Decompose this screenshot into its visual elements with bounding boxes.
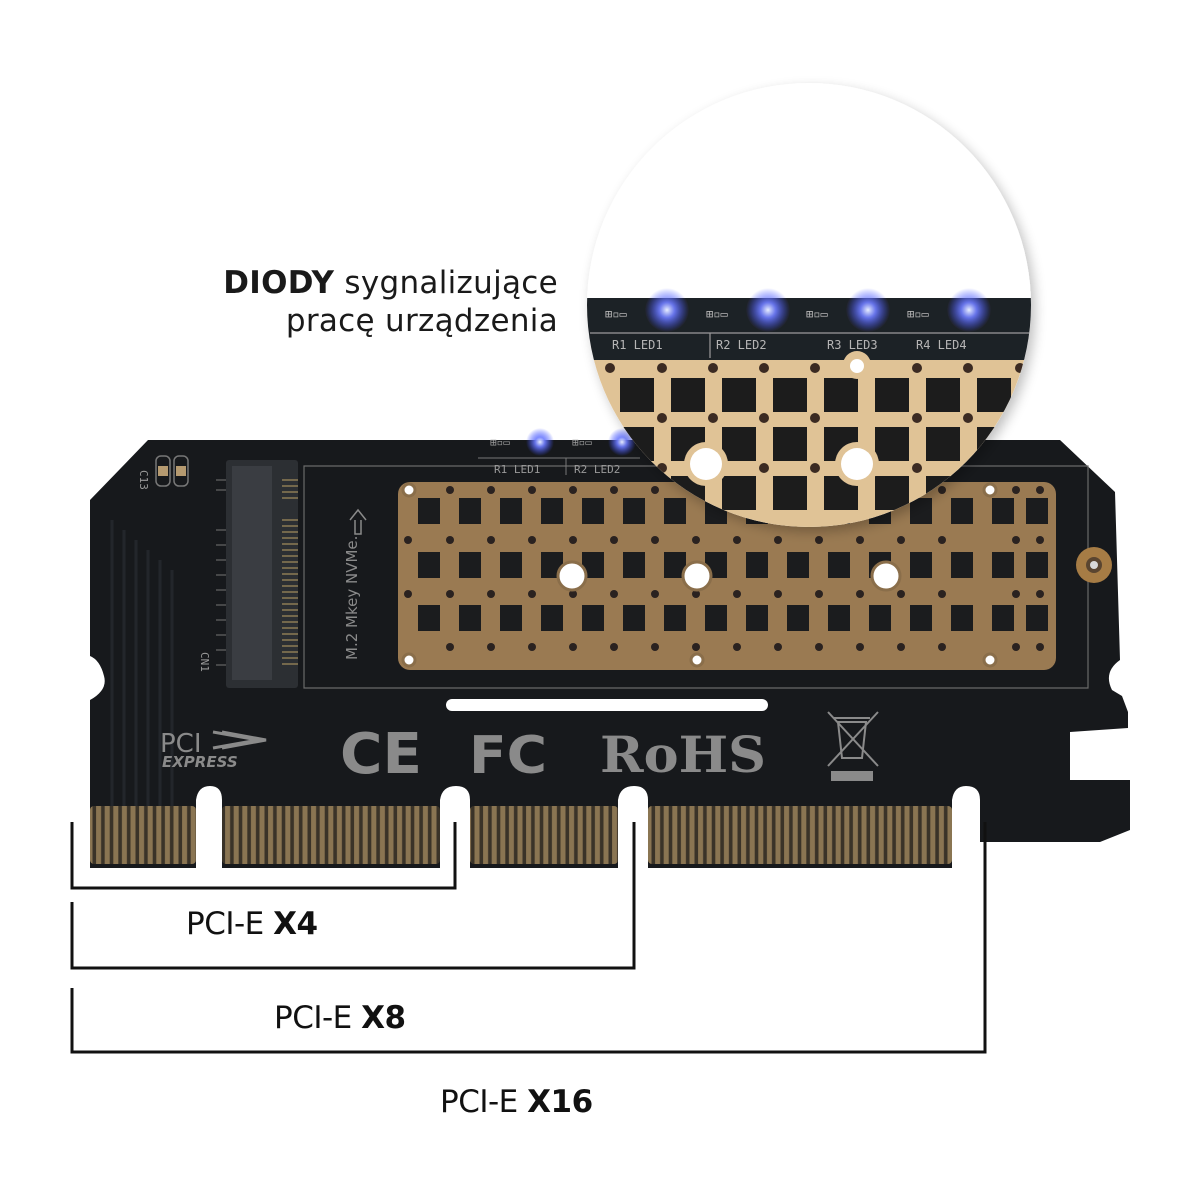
standoff-screw bbox=[1076, 547, 1112, 583]
pci-express-text: EXPRESS bbox=[162, 753, 238, 771]
led-glow-3 bbox=[846, 288, 890, 332]
label-pcie-x16: PCI-E X16 bbox=[440, 1084, 593, 1120]
bracket-x8 bbox=[70, 822, 636, 970]
gold-contact-fingers bbox=[90, 806, 952, 864]
mag-led-label-3: R3 LED3 bbox=[827, 338, 878, 352]
svg-text:⊞▫▭: ⊞▫▭ bbox=[605, 307, 627, 321]
bracket-x4 bbox=[70, 822, 457, 890]
mag-led-label-1: R1 LED1 bbox=[612, 338, 663, 352]
fcc-mark: FC bbox=[469, 726, 547, 786]
callout-line-1: DIODY sygnalizujące bbox=[150, 264, 558, 302]
led-indicator-2 bbox=[608, 428, 636, 456]
capacitor-c13 bbox=[155, 455, 189, 487]
callout-rest: sygnalizujące bbox=[334, 265, 558, 301]
mag-led-label-2: R2 LED2 bbox=[716, 338, 767, 352]
svg-text:⊞▫▭: ⊞▫▭ bbox=[806, 307, 828, 321]
svg-text:⊞▫▭: ⊞▫▭ bbox=[490, 436, 510, 449]
svg-text:⊞▫▭: ⊞▫▭ bbox=[907, 307, 929, 321]
led-indicator-1 bbox=[526, 428, 554, 456]
led-label-1: R1 LED1 bbox=[494, 463, 540, 476]
mag-led-label-4: R4 LED4 bbox=[916, 338, 967, 352]
callout-line-2: pracę urządzenia bbox=[285, 303, 558, 339]
label-prefix: PCI-E bbox=[186, 906, 274, 942]
svg-text:⊞▫▭: ⊞▫▭ bbox=[572, 436, 592, 449]
label-pcie-x4: PCI-E X4 bbox=[186, 906, 318, 942]
led-glow-2 bbox=[746, 288, 790, 332]
magnified-led-row: ⊞▫▭ ⊞▫▭ ⊞▫▭ ⊞▫▭ bbox=[605, 288, 991, 332]
led-label-2: R2 LED2 bbox=[574, 463, 620, 476]
component-label-c13: C13 bbox=[137, 470, 150, 490]
pcb-traces bbox=[110, 520, 174, 840]
led-glow-1 bbox=[645, 288, 689, 332]
led-glow-4 bbox=[947, 288, 991, 332]
callout-bold-word: DIODY bbox=[223, 265, 335, 301]
pci-chevron-icon bbox=[212, 730, 267, 750]
svg-text:⊞▫▭: ⊞▫▭ bbox=[706, 307, 728, 321]
label-lane-count: X4 bbox=[273, 906, 318, 942]
m2-socket bbox=[216, 460, 298, 688]
connector-ref-cn1: CN1 bbox=[198, 652, 211, 672]
rohs-mark: RoHS bbox=[600, 725, 766, 784]
label-pcie-x8: PCI-E X8 bbox=[274, 1000, 406, 1036]
label-lane-count: X16 bbox=[527, 1084, 593, 1120]
certification-logos: PCI EXPRESS CE FC RoHS bbox=[160, 711, 879, 787]
m2-mkey-label: M.2 Mkey NVMe. bbox=[343, 536, 361, 660]
ce-mark: CE bbox=[340, 722, 422, 787]
board-leds: ⊞▫▭ ⊞▫▭ R1 LED1 R2 LED2 bbox=[478, 428, 640, 476]
board-slot bbox=[446, 699, 768, 711]
bracket-x16 bbox=[70, 822, 987, 1054]
label-prefix: PCI-E bbox=[274, 1000, 362, 1036]
label-lane-count: X8 bbox=[361, 1000, 406, 1036]
pci-logo-text: PCI bbox=[160, 729, 202, 759]
arrow-up-icon bbox=[349, 508, 367, 535]
length-brackets bbox=[70, 822, 987, 1054]
weee-bin-icon bbox=[827, 711, 879, 781]
led-callout-text: DIODY sygnalizujące pracę urządzenia bbox=[150, 264, 558, 340]
label-prefix: PCI-E bbox=[440, 1084, 528, 1120]
